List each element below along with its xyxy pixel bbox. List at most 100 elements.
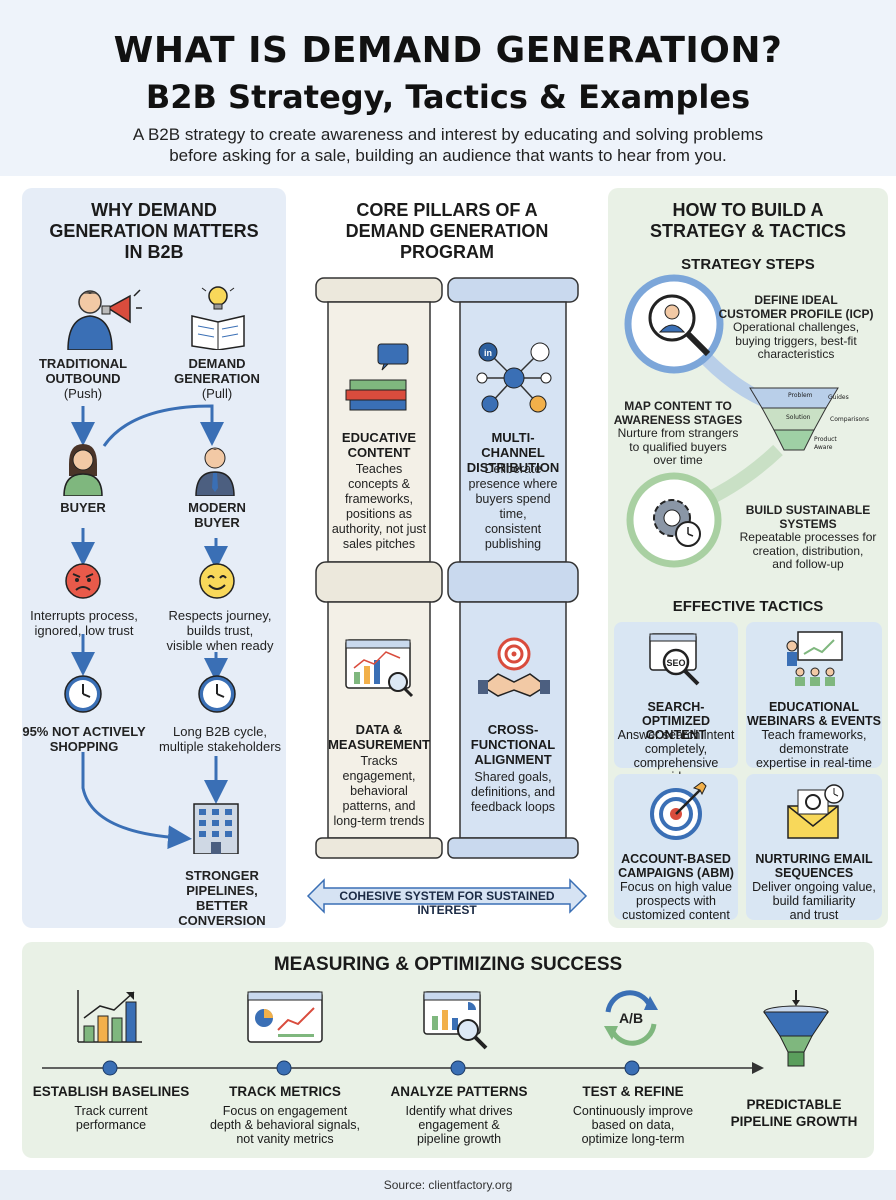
clock-icon bbox=[198, 675, 236, 713]
description-line: before asking for a sale, building an au… bbox=[169, 146, 727, 165]
ab-test-cycle-icon: A/B bbox=[604, 990, 658, 1046]
desc-line: consistent bbox=[484, 522, 542, 536]
angry-face-icon bbox=[65, 563, 101, 599]
target-arrow-icon bbox=[650, 782, 707, 840]
svg-text:SEO: SEO bbox=[666, 658, 685, 668]
step-title-line: SYSTEMS bbox=[779, 516, 837, 531]
label-line: CONVERSION bbox=[178, 913, 266, 928]
desc-line: prospects with bbox=[636, 894, 716, 908]
step-test-name: TEST & REFINE bbox=[582, 1084, 684, 1099]
name-line: CONTENT bbox=[645, 728, 707, 742]
label-line: (Pull) bbox=[201, 386, 233, 401]
funnel-label: Problem bbox=[788, 392, 813, 399]
step-desc-line: Repeatable processes for bbox=[739, 530, 877, 544]
step-desc-line: buying triggers, best-fit bbox=[735, 333, 857, 348]
name-line: NURTURING EMAIL bbox=[755, 852, 873, 866]
text-line: Interrupts process, bbox=[30, 608, 138, 623]
desc-line: customized content bbox=[622, 908, 730, 922]
step-baselines-desc: Track current performance bbox=[26, 1104, 196, 1132]
demand-gen-label: DEMAND GENERATION (Pull) bbox=[162, 356, 272, 401]
funnel-label: Product bbox=[814, 436, 837, 443]
map-content-step: MAP CONTENT TO AWARENESS STAGES Nurture … bbox=[608, 399, 748, 468]
desc-line: Answer search intent bbox=[617, 728, 735, 742]
svg-text:in: in bbox=[484, 348, 492, 358]
name-line: WEBINARS & EVENTS bbox=[746, 714, 882, 728]
name-line: DATA & bbox=[355, 722, 403, 737]
tactic-card-email: NURTURING EMAIL SEQUENCES Deliver ongoin… bbox=[746, 774, 882, 922]
desc-line: long-term trends bbox=[333, 814, 425, 828]
name-line: EDUCATIVE bbox=[341, 430, 417, 445]
name-line: ACCOUNT-BASED bbox=[621, 852, 731, 866]
measuring-section: MEASURING & OPTIMIZING SUCCESS bbox=[22, 942, 874, 1158]
tactic-desc: Focus on high value prospects with custo… bbox=[614, 880, 738, 922]
long-cycle-text: Long B2B cycle, multiple stakeholders bbox=[156, 724, 284, 754]
why-column: WHY DEMAND GENERATION MATTERS IN B2B TRA… bbox=[22, 188, 286, 928]
label-line: SHOPPING bbox=[49, 739, 119, 754]
analyze-patterns-icon bbox=[423, 991, 488, 1050]
desc-line: based on data, bbox=[591, 1118, 675, 1132]
tactic-card-seo: SEO SEARCH-OPTIMIZED CONTENT Answer sear… bbox=[614, 622, 738, 784]
title-line: GENERATION MATTERS bbox=[49, 221, 259, 241]
build-column: HOW TO BUILD A STRATEGY & TACTICS STRATE… bbox=[608, 188, 888, 928]
pipeline-funnel-icon bbox=[763, 990, 829, 1067]
text-line: multiple stakeholders bbox=[158, 739, 282, 754]
name-line: EDUCATIONAL bbox=[768, 700, 860, 714]
step-metrics-desc: Focus on engagement depth & behavioral s… bbox=[190, 1104, 380, 1146]
text-line: ignored, low trust bbox=[34, 623, 134, 638]
title-line: CORE PILLARS OF A bbox=[356, 200, 538, 220]
desc-line: build familiarity bbox=[772, 894, 856, 908]
desc-line: behavioral bbox=[350, 784, 408, 798]
pillar-educative-desc: Teaches concepts & frameworks, positions… bbox=[328, 462, 430, 552]
profile-search-icon bbox=[648, 294, 711, 357]
name-line: MULTI-CHANNEL bbox=[481, 430, 545, 460]
outbound-label: TRADITIONAL OUTBOUND (Push) bbox=[28, 356, 138, 401]
desc-line: definitions, and bbox=[470, 785, 556, 799]
funnel-label: Guides bbox=[828, 394, 849, 401]
desc-line: completely, bbox=[644, 742, 708, 756]
buyer-avatar-icon bbox=[63, 444, 103, 496]
network-channels-icon: in bbox=[476, 342, 552, 413]
label-line: DEMAND bbox=[188, 356, 246, 371]
pillar-alignment-desc: Shared goals, definitions, and feedback … bbox=[460, 770, 566, 815]
step-test-desc: Continuously improve based on data, opti… bbox=[548, 1104, 718, 1146]
email-envelope-icon bbox=[787, 784, 844, 839]
text-line: builds trust, bbox=[186, 623, 254, 638]
not-shopping-label: 95% NOT ACTIVELY SHOPPING bbox=[22, 724, 146, 754]
label-line: OUTBOUND bbox=[45, 371, 121, 386]
handshake-target-icon bbox=[478, 637, 550, 697]
funnel-label: Solution bbox=[786, 414, 811, 421]
desc-line: engagement & bbox=[418, 1118, 500, 1132]
tactic-card-webinars: EDUCATIONAL WEBINARS & EVENTS Teach fram… bbox=[746, 622, 882, 770]
tactic-name: NURTURING EMAIL SEQUENCES bbox=[746, 852, 882, 880]
step-desc-line: creation, distribution, bbox=[752, 543, 864, 558]
step-desc-line: characteristics bbox=[757, 347, 835, 361]
seo-magnifier-icon: SEO bbox=[649, 633, 700, 686]
tactic-desc: Teach frameworks, demonstrate expertise … bbox=[746, 728, 882, 770]
desc-line: engagement, bbox=[342, 769, 416, 783]
page-title: WHAT IS DEMAND GENERATION? bbox=[113, 30, 783, 71]
metrics-dashboard-icon bbox=[247, 991, 323, 1043]
measuring-title: MEASURING & OPTIMIZING SUCCESS bbox=[273, 954, 623, 975]
label-line: STRONGER bbox=[185, 868, 259, 883]
label-line: MODERN bbox=[188, 500, 246, 515]
desc-line: Shared goals, bbox=[474, 770, 552, 784]
desc-line: time, bbox=[499, 507, 527, 521]
title-line: IN B2B bbox=[124, 242, 184, 262]
name-line: MEASUREMENT bbox=[328, 737, 430, 752]
desc-line: demonstrate bbox=[779, 742, 849, 756]
desc-line: frameworks, bbox=[344, 492, 414, 506]
title-line: DEMAND GENERATION bbox=[345, 221, 549, 241]
name-line: SEQUENCES bbox=[774, 866, 854, 880]
office-building-icon bbox=[193, 803, 239, 854]
name-line: DISTRIBUTION bbox=[466, 460, 560, 475]
text-line: Long B2B cycle, bbox=[173, 724, 267, 739]
step-analyze-name: ANALYZE PATTERNS bbox=[390, 1084, 528, 1099]
webinar-presenter-icon bbox=[786, 631, 843, 686]
tactic-name: EDUCATIONAL WEBINARS & EVENTS bbox=[746, 700, 882, 728]
clock-icon bbox=[64, 675, 102, 713]
desc-line: concepts & bbox=[348, 477, 410, 491]
build-title: HOW TO BUILD A STRATEGY & TACTICS bbox=[608, 200, 888, 242]
label-line: PIPELINES, BETTER bbox=[186, 883, 258, 913]
buyer-label: BUYER bbox=[60, 500, 106, 515]
desc-line: Deliver ongoing value, bbox=[752, 880, 876, 894]
